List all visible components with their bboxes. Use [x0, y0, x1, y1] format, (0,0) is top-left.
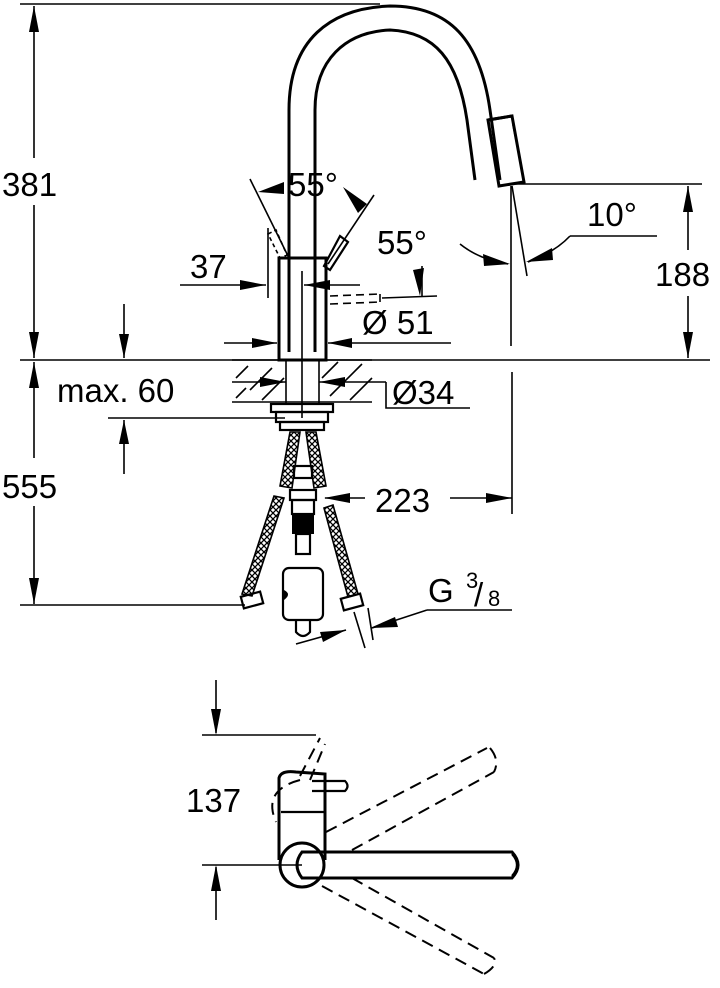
dimension-g38	[370, 609, 512, 629]
angle-10	[459, 185, 657, 346]
dimension-188	[508, 183, 702, 358]
side-elevation-view	[20, 3, 710, 649]
dimension-555	[20, 362, 245, 606]
label-d51: Ø 51	[362, 304, 434, 341]
label-max60: max. 60	[57, 372, 174, 409]
countertop-section	[232, 359, 470, 409]
spout-outer	[287, 4, 502, 352]
plan-spout	[295, 850, 520, 880]
label-10deg: 10°	[587, 196, 637, 233]
dimension-max60	[108, 304, 285, 474]
label-381: 381	[2, 166, 57, 203]
plan-swivel-range	[271, 737, 498, 975]
dimension-37	[180, 280, 360, 290]
label-angle-left: 55°	[288, 166, 338, 203]
label-d34: Ø34	[392, 374, 454, 411]
dashed-handle	[329, 266, 438, 305]
label-thread-num: 3	[466, 568, 478, 593]
label-137: 137	[186, 782, 241, 819]
plan-body	[277, 770, 327, 860]
label-thread-den: 8	[488, 586, 500, 611]
lever-positions	[249, 178, 375, 298]
spout-inner	[313, 28, 477, 352]
label-37: 37	[190, 248, 227, 285]
pullout-weight	[281, 464, 347, 645]
dimension-223	[324, 372, 513, 514]
dimension-d51	[224, 338, 451, 348]
label-angle-right: 55°	[377, 224, 427, 261]
top-plan-view	[202, 680, 520, 975]
label-g: G	[428, 572, 454, 609]
label-555: 555	[2, 468, 57, 505]
label-188: 188	[655, 256, 710, 293]
label-thread-slash: /	[474, 576, 484, 613]
label-223: 223	[375, 482, 430, 519]
mounting-hardware	[269, 402, 335, 432]
plan-base-circle	[278, 841, 326, 889]
supply-hoses	[239, 431, 374, 649]
dimension-381	[29, 6, 39, 358]
spray-head	[486, 114, 526, 188]
